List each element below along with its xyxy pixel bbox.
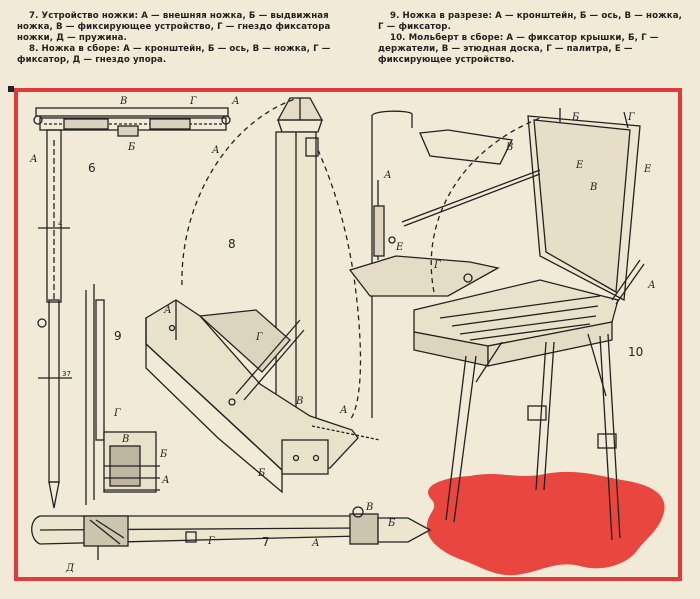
label-fig8-v: В (295, 396, 303, 407)
label-fig7-b: Б (387, 518, 396, 529)
label-fig8-g: Г (255, 332, 263, 343)
corner-marker (8, 86, 14, 92)
fig-number-8: 8 (228, 237, 236, 251)
fig7-leg-device (31, 506, 432, 560)
label-fig9-b: Б (159, 449, 168, 460)
label-fig6-g: Г (189, 96, 197, 107)
caption-9: 9. Ножка в разрезе: А — кронштейн, Б — о… (378, 11, 682, 32)
fig10-easel (348, 108, 645, 541)
figure-captions: 7. Устройство ножки: А — внешняя ножка, … (0, 0, 700, 84)
fig9-section (85, 284, 160, 505)
label-fig10-e: Е (575, 160, 584, 171)
label-fig10-g-palette: Г (433, 260, 441, 271)
label-fig6-a: А (29, 154, 38, 165)
label-fig8-a-right: А (339, 405, 348, 416)
label-fig7-a: А (311, 538, 320, 549)
fig6-leg (33, 107, 231, 509)
label-fig9b-a: А (383, 170, 392, 181)
label-fig6-a-right: А (211, 145, 220, 156)
label-fig8-b: Б (257, 468, 266, 479)
label-fig7-d: Д (65, 563, 75, 574)
fig8-assembly (145, 97, 381, 494)
fig-number-9: 9 (114, 329, 122, 343)
fig-number-10: 10 (628, 345, 643, 359)
label-fig6-b: Б (127, 142, 136, 153)
label-fig10-v-board: В (505, 142, 513, 153)
label-fig10-e-right: Е (643, 164, 652, 175)
label-fig9b-e: Е (395, 242, 404, 253)
label-fig6-a-top: А (231, 96, 240, 107)
dimension-4: 4 (58, 220, 63, 228)
caption-7: 7. Устройство ножки: А — внешняя ножка, … (17, 11, 331, 43)
label-fig6-v: В (119, 96, 127, 107)
label-fig7-v: В (365, 502, 373, 513)
label-fig8-a: А (163, 305, 172, 316)
caption-10: 10. Мольберт в сборе: А — фиксатор крышк… (378, 33, 659, 65)
caption-8: 8. Ножка в сборе: А — кронштейн, Б — ось… (17, 44, 331, 65)
caption-right: 9. Ножка в разрезе: А — кронштейн, Б — о… (378, 11, 690, 66)
fig9b-bracket-rod (371, 110, 413, 418)
fig-number-6: 6 (88, 161, 96, 175)
fig-number-7: 7 (262, 535, 270, 549)
label-fig10-b: Б (571, 112, 580, 123)
label-fig10-g: Г (627, 112, 635, 123)
label-fig10-a: А (647, 280, 656, 291)
dimension-37: 37 (62, 370, 71, 378)
label-fig9-v: В (121, 434, 129, 445)
label-fig9-a: А (161, 475, 170, 486)
label-fig7-g: Г (207, 536, 215, 547)
label-fig10-v: В (589, 182, 597, 193)
caption-left: 7. Устройство ножки: А — внешняя ножка, … (17, 11, 345, 66)
red-frame (14, 88, 682, 581)
label-fig9-g: Г (113, 408, 121, 419)
paint-stain (426, 471, 665, 576)
